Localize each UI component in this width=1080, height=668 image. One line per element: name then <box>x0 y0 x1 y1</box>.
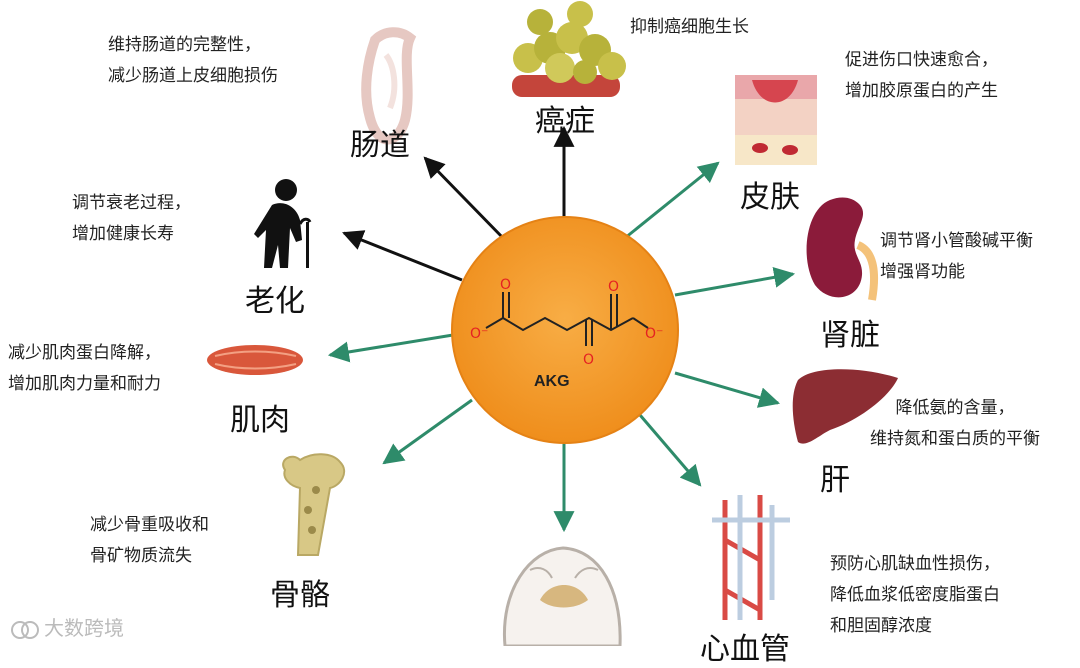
liver-icon <box>792 369 898 444</box>
label-cancer: 癌症 <box>535 104 595 139</box>
arrow-to-skin <box>624 161 720 240</box>
label-aging: 老化 <box>245 284 305 319</box>
desc-intestine: 维持肠道的完整性， 减少肠道上皮细胞损伤 <box>108 35 278 86</box>
arrows <box>327 125 796 533</box>
akg-diagram: O O O⁻ O⁻ O AKG <box>207 1 898 646</box>
desc-aging: 调节衰老过程， 增加健康长寿 <box>72 193 191 244</box>
kidney-icon <box>806 197 879 301</box>
muscle-icon <box>207 345 303 375</box>
label-liver: 肝 <box>820 463 850 498</box>
brain-icon <box>502 546 622 646</box>
desc-cardio: 预防心肌缺血性损伤， 降低血浆低密度脂蛋白 和胆固醇浓度 <box>830 554 1000 636</box>
cancer-cells-icon <box>512 1 626 97</box>
arrow-to-cardio <box>638 414 702 487</box>
svg-text:O⁻: O⁻ <box>645 326 663 342</box>
svg-text:O: O <box>608 279 619 295</box>
bone-icon <box>282 453 346 556</box>
label-kidney: 肾脏 <box>820 318 880 353</box>
desc-bone: 减少骨重吸收和 骨矿物质流失 <box>90 515 209 566</box>
arrow-to-kidney <box>674 266 796 297</box>
desc-skin: 促进伤口快速愈合， 增加胶原蛋白的产生 <box>845 50 998 101</box>
svg-text:O⁻: O⁻ <box>470 326 488 342</box>
arrow-to-bone <box>382 398 473 465</box>
blood-vessel-icon <box>712 495 790 620</box>
label-muscle: 肌肉 <box>230 403 290 438</box>
arrow-to-aging <box>342 230 463 282</box>
label-cardio: 心血管 <box>700 632 790 667</box>
desc-liver: 降低氨的含量， 维持氮和蛋白质的平衡 <box>870 398 1040 449</box>
intestine-icon <box>361 27 417 145</box>
watermark-logo-icon <box>11 620 39 639</box>
svg-text:O: O <box>500 277 511 293</box>
label-bone: 骨骼 <box>270 578 330 613</box>
label-intestine: 肠道 <box>350 128 410 163</box>
akg-molecule-icon <box>485 292 649 346</box>
desc-cancer: 抑制癌细胞生长 <box>630 17 749 37</box>
skin-icon <box>735 75 817 165</box>
desc-muscle: 减少肌肉蛋白降解， 增加肌肉力量和耐力 <box>8 343 161 394</box>
desc-kidney: 调节肾小管酸碱平衡 增强肾功能 <box>880 231 1033 282</box>
watermark: 大数跨境 <box>10 612 124 641</box>
label-skin: 皮肤 <box>740 180 800 215</box>
elderly-person-icon <box>254 179 312 268</box>
akg-title: AKG <box>534 373 570 390</box>
akg-center: O O O⁻ O⁻ O AKG <box>451 216 679 444</box>
arrow-to-liver <box>674 371 781 408</box>
arrow-to-intestine <box>423 156 507 242</box>
svg-text:O: O <box>583 352 594 368</box>
arrow-to-muscle <box>327 333 454 363</box>
watermark-text: 大数跨境 <box>44 616 124 640</box>
